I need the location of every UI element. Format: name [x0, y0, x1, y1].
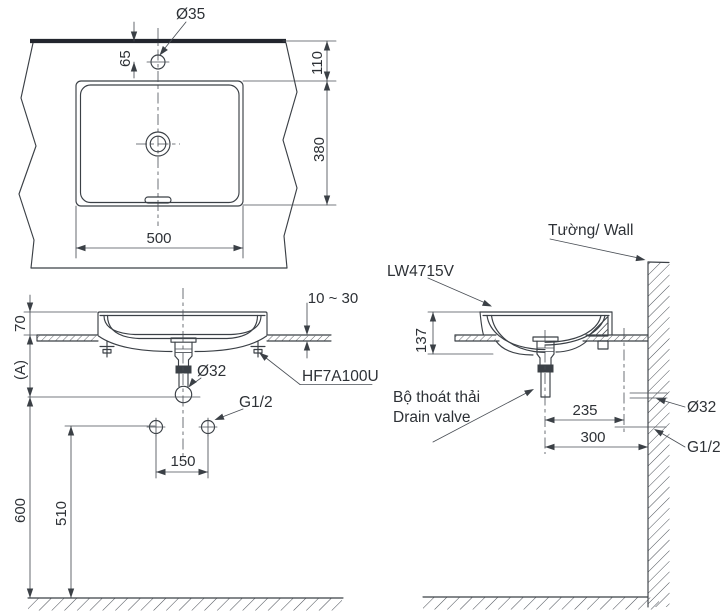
- counter-break-line-left: [18, 42, 37, 269]
- overflow-slot: [144, 196, 172, 204]
- side-view: 137 235 300 LW4715V Tường/ Wall: [387, 222, 720, 610]
- dim-10-30-text: 10 ~ 30: [308, 290, 358, 307]
- fixing-bracket-text: HF7A100U: [302, 368, 379, 385]
- side-basin: [479, 311, 613, 356]
- label-drain-valve: Bộ thoát thải Drain valve: [393, 389, 534, 443]
- dim-65-text: 65: [117, 50, 134, 67]
- faucet-dia-text: Ø35: [176, 6, 205, 23]
- dim-drain-to-faucet: 235: [544, 402, 625, 424]
- dim-hole-offset: 65: [117, 21, 138, 79]
- label-wall-drain-dia: Ø32: [656, 398, 716, 416]
- drain-pipe-end: [174, 385, 193, 404]
- dim-150-text: 150: [170, 453, 195, 470]
- wall-section: [647, 261, 670, 608]
- front-floor-hatch: [28, 598, 342, 611]
- side-counter: [454, 334, 649, 342]
- dim-110-text: 110: [309, 51, 326, 75]
- side-drain-assembly: [532, 336, 559, 398]
- dim-drain-to-wall: 300: [544, 429, 649, 451]
- wall-pipe-stubs: [614, 392, 668, 428]
- model-text: LW4715V: [387, 263, 455, 280]
- dim-edge-and-depth: 110 380: [242, 40, 337, 206]
- front-basin: [97, 311, 268, 353]
- front-fixing-clamps: [99, 340, 266, 358]
- label-wall: Tường/ Wall: [548, 222, 646, 262]
- supply-thread-front-text: G1/2: [239, 394, 273, 411]
- drain-hole-inner: [149, 135, 167, 153]
- wall-drain-dia-text: Ø32: [687, 399, 716, 416]
- label-wall-supply-thread: G1/2: [654, 429, 720, 456]
- drain-valve-vi-text: Bộ thoát thải: [393, 389, 480, 406]
- front-counter: [36, 334, 332, 342]
- dim-left-stack: 70 (A) 600: [12, 294, 98, 599]
- drain-valve-en-text: Drain valve: [393, 409, 471, 426]
- dim-A-text: (A): [12, 360, 29, 380]
- drain-hole-outer: [145, 131, 171, 157]
- label-fixing-bracket: HF7A100U: [259, 352, 379, 385]
- wall-text: Tường/ Wall: [548, 222, 633, 239]
- label-faucet-dia: Ø35: [159, 6, 205, 56]
- dim-510-text: 510: [53, 501, 70, 526]
- dim-70-text: 70: [12, 315, 29, 332]
- dim-basin-width: 500: [75, 205, 244, 259]
- dim-300-text: 300: [580, 429, 605, 446]
- label-supply-thread-front: G1/2: [214, 394, 273, 420]
- basin-outer-rect: [75, 80, 244, 207]
- dim-500-text: 500: [146, 230, 171, 247]
- side-fixing-clamp: [587, 315, 609, 350]
- dim-hole-spacing: 150: [155, 434, 209, 479]
- dim-137-text: 137: [413, 328, 430, 353]
- dim-counter-thickness: 10 ~ 30: [303, 290, 358, 359]
- dim-235-text: 235: [572, 402, 597, 419]
- dim-supply-height: 510: [53, 425, 156, 599]
- label-drain-dia-front: Ø32: [188, 363, 226, 388]
- dim-380-text: 380: [311, 137, 328, 162]
- supply-holes: [146, 417, 218, 437]
- wall-supply-thread-text: G1/2: [687, 439, 720, 456]
- label-model: LW4715V: [387, 263, 492, 307]
- front-view: 70 (A) 600 510 150 10 ~ 30: [12, 288, 379, 611]
- dim-600-text: 600: [12, 498, 29, 523]
- front-drain-assembly: [170, 337, 197, 404]
- counter-break-line-right: [282, 42, 298, 269]
- plan-view: 65 Ø35 110 380 500: [18, 6, 337, 269]
- dim-basin-height: 137: [413, 311, 494, 355]
- drain-dia-front-text: Ø32: [197, 363, 226, 380]
- side-floor-hatch: [423, 597, 659, 610]
